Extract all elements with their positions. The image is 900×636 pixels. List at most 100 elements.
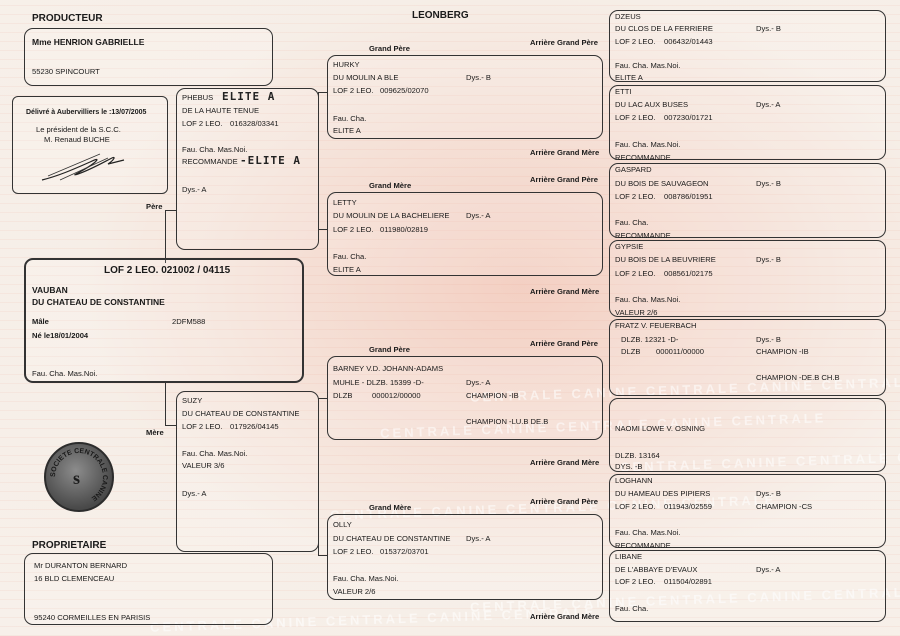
ggp-4-status: VALEUR 2/6 [615,308,658,317]
ggp-3-name: GASPARD [615,165,652,174]
grandmother-paternal-box [327,192,603,276]
ggp-1-number: 006432/01443 [664,37,713,46]
grandfather-maternal-lof: DLZB [333,391,353,400]
svg-text:s: s [73,468,80,488]
producer-heading: PRODUCTEUR [32,13,103,24]
ggp-3-number: 008786/01951 [664,192,713,201]
owner-heading: PROPRIETAIRE [32,540,107,551]
grandfather-paternal-lof: LOF 2 LEO. [333,86,374,95]
ggp-3-affix: DU BOIS DE SAUVAGEON [615,179,709,188]
grandfather-paternal-number: 009625/02070 [380,86,429,95]
grandmother-label: Grand Mère [369,503,412,512]
grandfather-maternal-champion: CHAMPION -IB [466,391,519,400]
grandfather-paternal-colors: Fau. Cha. [333,114,367,123]
grandmother-maternal-lof: LOF 2 LEO. [333,547,374,556]
ggp-7-colors: Fau. Cha. Mas.Noi. [615,528,681,537]
ggp-1-colors: Fau. Cha. Mas.Noi. [615,61,681,70]
connector-line [318,229,328,231]
ggp-3-lof: LOF 2 LEO. [615,192,656,201]
ggp-7-name: LOGHANN [615,476,653,485]
grandfather-maternal-dysplasia: Dys.- A [466,378,491,387]
father-lof: LOF 2 LEO. [182,119,223,128]
grandmother-maternal-colors: Fau. Cha. Mas.Noi. [333,574,399,583]
ggp-1-dysplasia: Dys.- B [756,24,781,33]
ggp-1-lof: LOF 2 LEO. [615,37,656,46]
president-name: M. Renaud BUCHE [44,135,110,144]
great-grandfather-label: Arrière Grand Père [530,497,598,506]
ggp-4-lof: LOF 2 LEO. [615,269,656,278]
subject-name: VAUBAN [32,285,68,295]
connector-line [165,210,176,212]
subject-colors: Fau. Cha. Mas.Noi. [32,369,98,378]
connector-line [165,425,176,427]
connector-line [318,555,328,557]
father-box [176,88,319,250]
ggp-2-dysplasia: Dys.- A [756,100,781,109]
great-grandparent-box [609,398,886,472]
great-grandfather-label: Arrière Grand Père [530,339,598,348]
ggp-4-colors: Fau. Cha. Mas.Noi. [615,295,681,304]
grandfather-maternal-name: BARNEY V.D. JOHANN-ADAMS [333,364,444,373]
father-affix: DE LA HAUTE TENUE [182,106,260,115]
ggp-4-dysplasia: Dys.- B [756,255,781,264]
mother-lof: LOF 2 LEO. [182,422,223,431]
connector-line [165,383,167,425]
ggp-4-number: 008561/02175 [664,269,713,278]
great-grandmother-label: Arrière Grand Mère [530,458,600,467]
ggp-7-champion: CHAMPION -CS [756,502,813,511]
ggp-5-champion: CHAMPION -IB [756,347,809,356]
father-number: 016328/03341 [230,119,279,128]
great-grandparent-box [609,240,886,317]
mother-name: SUZY [182,396,203,405]
great-grandparent-box [609,163,886,238]
grandmother-paternal-colors: Fau. Cha. [333,252,367,261]
ggp-2-colors: Fau. Cha. Mas.Noi. [615,140,681,149]
father-handwritten-status: -ELITE A [240,154,301,167]
mother-value: VALEUR 3/6 [182,461,225,470]
ggp-4-name: GYPSIE [615,242,644,251]
grandmother-paternal-status: ELITE A [333,265,361,274]
ggp-2-status: RECOMMANDE [615,153,671,162]
producer-box [24,28,273,86]
father-status: RECOMMANDE [182,157,238,166]
father-label: Père [146,202,163,211]
mother-affix: DU CHATEAU DE CONSTANTINE [182,409,300,418]
connector-line [165,210,167,263]
great-grandparent-box [609,10,886,82]
mother-colors: Fau. Cha. Mas.Noi. [182,449,248,458]
father-colors: Fau. Cha. Mas.Noi. [182,145,248,154]
ggp-5-champion-2: CHAMPION -DE.B CH.B [756,373,840,382]
ggp-5-line2: DLZB. 12321 -D- [621,335,679,344]
ggp-1-affix: DU CLOS DE LA FERRIERE [615,24,713,33]
grandmother-paternal-lof: LOF 2 LEO. [333,225,374,234]
grandfather-maternal-champion-2: CHAMPION -LU.B DE.B [466,417,549,426]
ggp-1-name: DZEUS [615,12,641,21]
ggp-7-affix: DU HAMEAU DES PIPIERS [615,489,711,498]
great-grandmother-label: Arrière Grand Mère [530,612,600,621]
grandfather-label: Grand Père [369,345,410,354]
grandfather-label: Grand Père [369,44,410,53]
great-grandmother-label: Arrière Grand Mère [530,287,600,296]
subject-id-code: 2DFM588 [172,317,206,326]
ggp-8-colors: Fau. Cha. [615,604,649,613]
signature-image [41,153,125,181]
grandmother-maternal-number: 015372/03701 [380,547,429,556]
mother-box [176,391,319,552]
producer-name: Mme HENRION GABRIELLE [32,37,145,47]
ggp-8-lof: LOF 2 LEO. [615,577,656,586]
owner-city: 95240 CORMEILLES EN PARISIS [34,613,151,622]
ggp-3-status: RECOMMANDE [615,231,671,240]
ggp-7-status: RECOMMANDE [615,541,671,550]
grandmother-maternal-value: VALEUR 2/6 [333,587,376,596]
great-grandparent-box [609,474,886,548]
great-grandfather-label: Arrière Grand Père [530,175,598,184]
owner-address: 16 BLD CLEMENCEAU [34,574,115,583]
grandmother-maternal-box [327,514,603,600]
delivery-box [12,96,168,194]
connector-line [318,398,328,400]
connector-line [318,92,328,94]
ggp-7-number: 011943/02559 [664,502,713,511]
president-title: Le président de la S.C.C. [36,125,121,134]
grandfather-paternal-name: HURKY [333,60,360,69]
